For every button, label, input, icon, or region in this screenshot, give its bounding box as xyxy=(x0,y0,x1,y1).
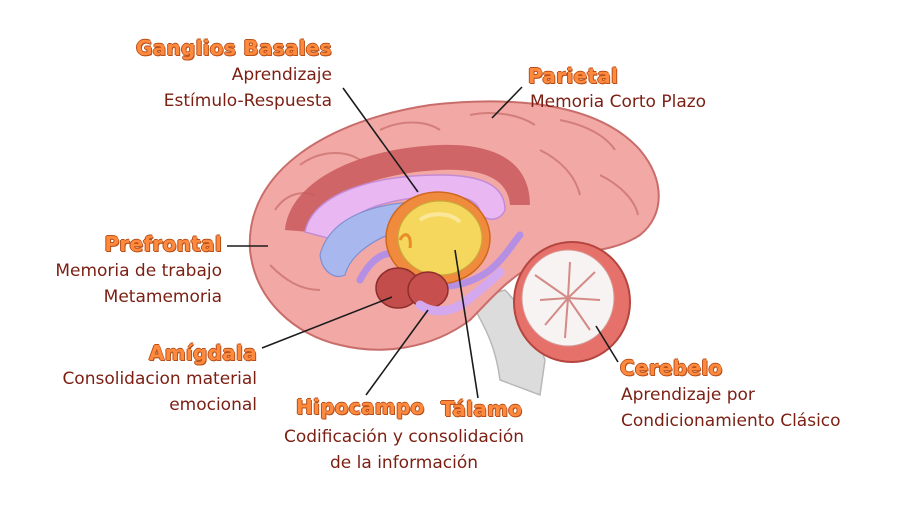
label-cerebelo-title: Cerebelo xyxy=(620,356,723,380)
leader-hipocampo xyxy=(365,309,429,396)
label-cerebelo-line1: Aprendizaje por xyxy=(621,385,755,405)
leader-amigdala xyxy=(261,296,393,349)
leader-talamo xyxy=(454,249,479,399)
label-amigdala-title: Amígdala xyxy=(148,341,257,365)
label-amigdala-line2: emocional xyxy=(169,395,257,415)
arbor-vitae xyxy=(534,261,601,339)
label-talamo-title: Tálamo xyxy=(441,397,523,421)
label-parietal-title: Parietal xyxy=(528,64,619,88)
leader-ganglios xyxy=(342,87,419,193)
label-amigdala-line1: Consolidacion material xyxy=(62,369,257,389)
leader-parietal xyxy=(491,86,523,119)
hypothalamus xyxy=(398,233,412,249)
label-prefrontal-line2: Metamemoria xyxy=(103,287,222,307)
thalamus-highlight xyxy=(418,212,462,224)
label-prefrontal-line1: Memoria de trabajo xyxy=(55,261,222,281)
label-ganglios-line2: Estímulo-Respuesta xyxy=(163,91,332,111)
label-hipocampo-line2: de la información xyxy=(330,453,478,473)
amygdala-right xyxy=(407,271,449,309)
corpus-callosum xyxy=(304,174,506,241)
label-ganglios-title: Ganglios Basales xyxy=(135,36,332,60)
cingulate-band xyxy=(285,144,530,232)
label-parietal-line1: Memoria Corto Plazo xyxy=(530,92,707,112)
label-cerebelo-line2: Condicionamiento Clásico xyxy=(621,411,841,431)
label-hipocampo-title: Hipocampo xyxy=(296,395,425,419)
leader-cerebelo xyxy=(595,325,619,363)
hippocampus xyxy=(415,267,505,316)
cortex-folds xyxy=(269,112,639,291)
label-prefrontal-title: Prefrontal xyxy=(104,232,222,256)
label-hipocampo-line1: Codificación y consolidación xyxy=(283,427,525,447)
label-ganglios-line1: Aprendizaje xyxy=(231,65,332,85)
